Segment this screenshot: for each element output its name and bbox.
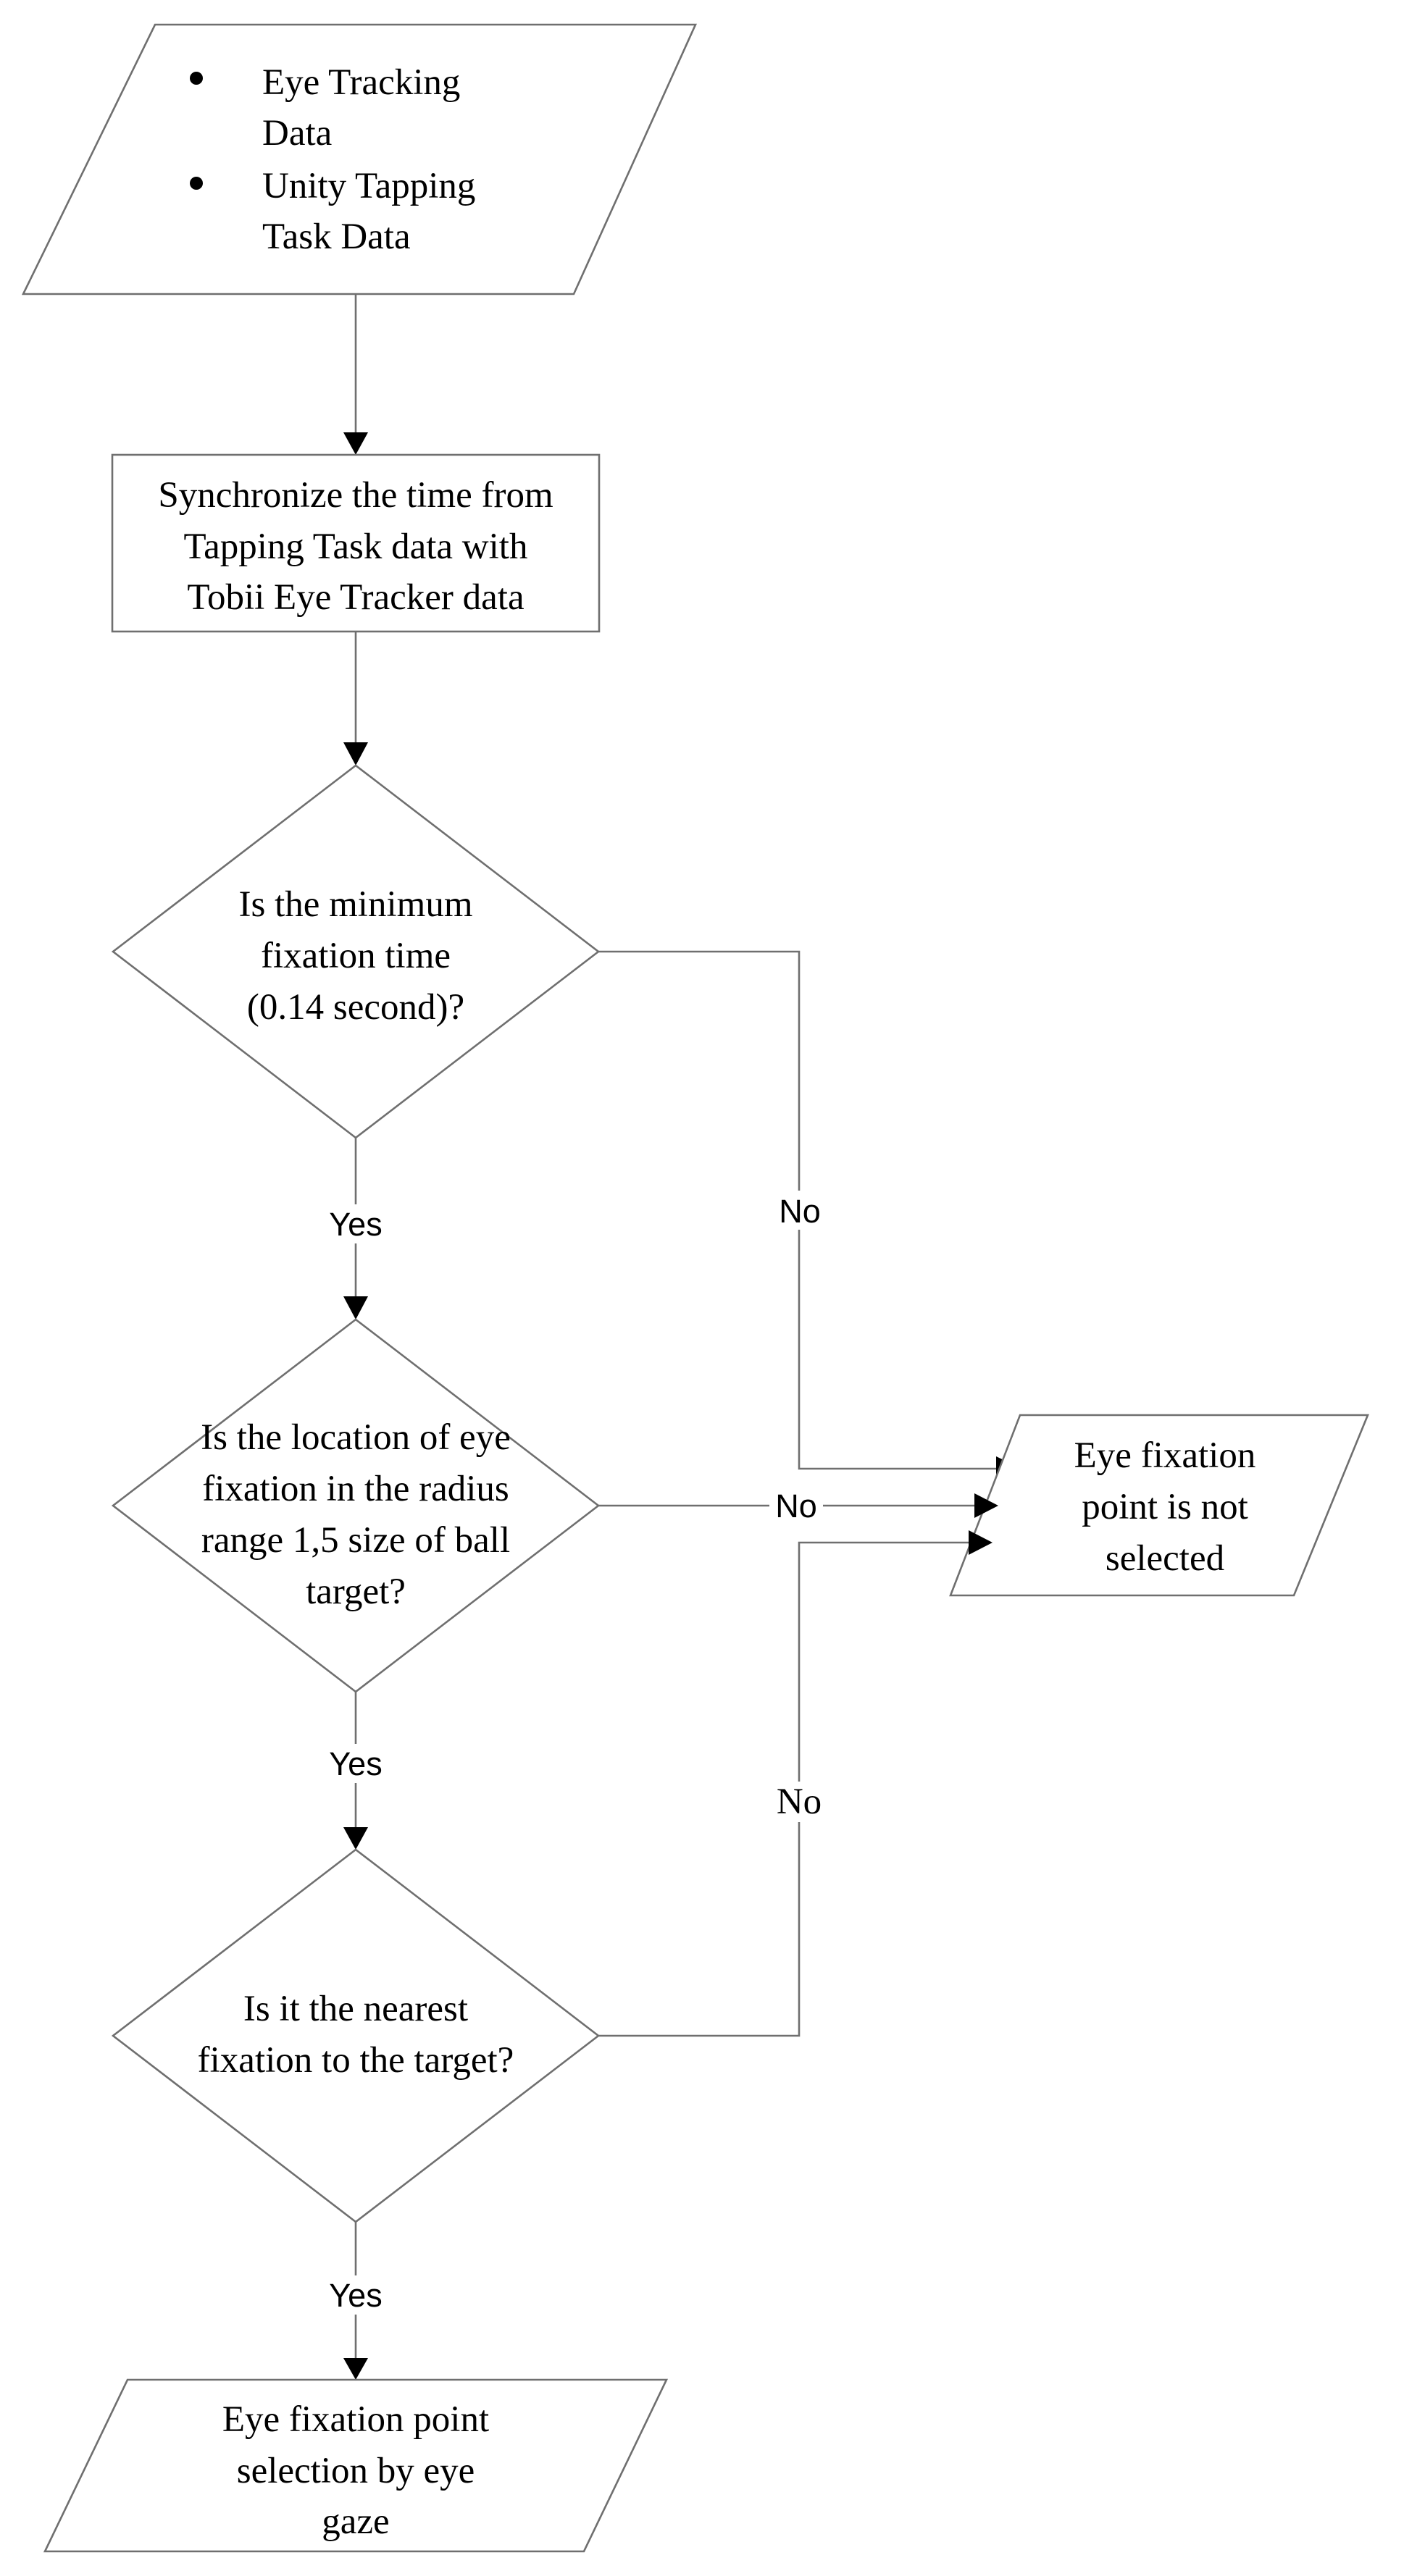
arrowhead-icon — [343, 1296, 368, 1320]
not-selected-line-3: selected — [1106, 1538, 1224, 1579]
decision-2-line-4: target? — [306, 1572, 406, 1612]
not-selected-line-2: point is not — [1082, 1487, 1248, 1527]
final-line-1: Eye fixation point — [222, 2399, 489, 2440]
input-item-1: Eye Tracking — [262, 62, 460, 103]
no-label-3: No — [777, 1782, 822, 1822]
input-item-2: Unity Tapping — [262, 166, 475, 206]
decision-2-line-2: fixation in the radius — [202, 1469, 509, 1509]
final-line-3: gaze — [322, 2501, 389, 2542]
input-item-2-continued: Task Data — [262, 217, 411, 257]
decision-3-line-2: fixation to the target? — [198, 2040, 514, 2081]
decision-3-line-1: Is it the nearest — [243, 1989, 468, 2029]
decision-1-line-2: fixation time — [261, 936, 451, 976]
decision-1-line-1: Is the minimum — [239, 884, 473, 925]
sync-line-1: Synchronize the time from — [158, 475, 553, 516]
bullet-icon — [190, 72, 203, 85]
decision-2-line-1: Is the location of eye — [201, 1417, 511, 1458]
input-data-node: Eye Tracking Data Unity Tapping Task Dat… — [21, 23, 698, 295]
decision-nearest-fixation: Is it the nearest fixation to the target… — [111, 1848, 601, 2223]
arrowhead-icon — [974, 1493, 998, 1518]
decision-1-line-3: (0.14 second)? — [247, 987, 464, 1028]
final-line-2: selection by eye — [237, 2451, 475, 2491]
arrowhead-icon — [969, 1530, 993, 1555]
not-selected-line-1: Eye fixation — [1074, 1435, 1256, 1476]
sync-process-node: Synchronize the time from Tapping Task d… — [111, 453, 601, 633]
final-output-node: Eye fixation point selection by eye gaze — [43, 2378, 669, 2553]
sync-line-2: Tapping Task data with — [184, 526, 528, 567]
bullet-icon — [190, 177, 203, 190]
arrowhead-icon — [343, 432, 368, 455]
arrowhead-icon — [343, 742, 368, 765]
arrowhead-icon — [343, 2358, 368, 2380]
yes-label-1: Yes — [329, 1206, 382, 1243]
input-item-1-continued: Data — [262, 113, 332, 154]
decision-location-in-radius: Is the location of eye fixation in the r… — [111, 1318, 601, 1693]
no-label-2: No — [775, 1488, 817, 1524]
yes-label-3: Yes — [329, 2277, 382, 2314]
decision-2-line-3: range 1,5 size of ball — [201, 1520, 510, 1561]
decision-minimum-fixation-time: Is the minimum fixation time (0.14 secon… — [111, 764, 601, 1139]
yes-label-2: Yes — [329, 1745, 382, 1782]
not-selected-output-node: Eye fixation point is not selected — [949, 1414, 1369, 1597]
arrowhead-icon — [343, 1827, 368, 1850]
no-label-1: No — [779, 1193, 821, 1230]
sync-line-3: Tobii Eye Tracker data — [187, 577, 524, 618]
